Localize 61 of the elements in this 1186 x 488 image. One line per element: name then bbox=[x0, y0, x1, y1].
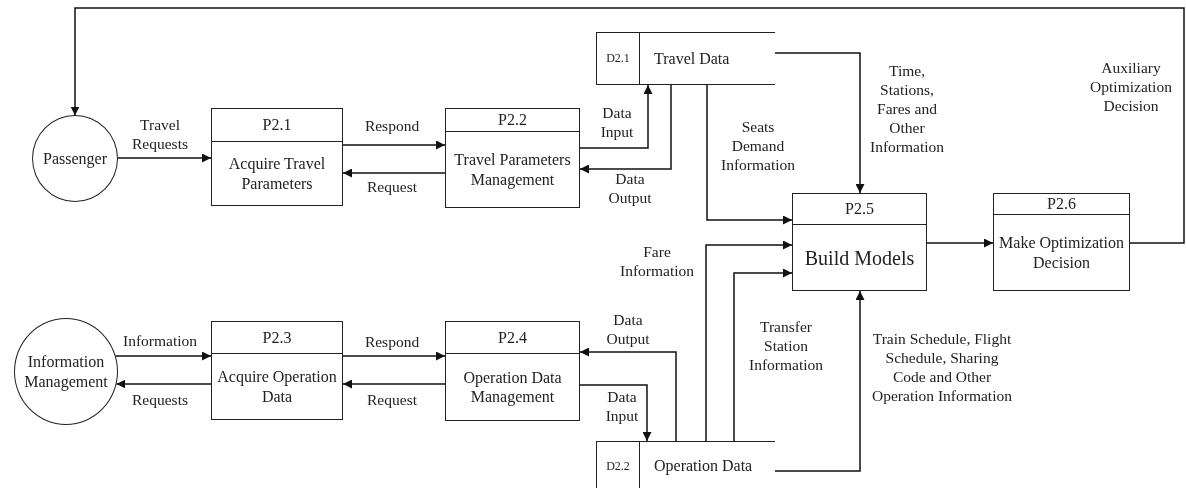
edge-label: Auxiliary Optimization Decision bbox=[1089, 59, 1173, 116]
process-id: P2.1 bbox=[262, 116, 292, 134]
process-name: Acquire Operation Data bbox=[216, 367, 338, 406]
process-box bbox=[792, 193, 927, 291]
process-name: Build Models bbox=[804, 245, 915, 270]
store-id: D2.2 bbox=[606, 458, 630, 474]
data-store bbox=[596, 441, 775, 488]
arrow bbox=[115, 379, 212, 389]
arrow bbox=[342, 351, 446, 361]
edge-label: Respond bbox=[363, 117, 421, 136]
store-name: Operation Data bbox=[654, 457, 753, 475]
edge-label: Transfer Station Information bbox=[747, 318, 824, 375]
process-name: Operation Data Management bbox=[462, 367, 563, 407]
edge-label: Time, Stations, Fares and Other Information bbox=[868, 62, 945, 157]
edge-label: Fare Information bbox=[618, 243, 695, 281]
arrow bbox=[774, 52, 865, 194]
arrow bbox=[70, 7, 1185, 244]
entity-name: Passenger bbox=[43, 148, 107, 169]
edge-label: Seats Demand Information bbox=[719, 118, 796, 175]
store-name: Travel Data bbox=[654, 49, 730, 68]
edge-label: Data Output bbox=[607, 170, 653, 208]
arrow bbox=[705, 240, 793, 442]
arrow bbox=[114, 351, 212, 361]
arrow bbox=[342, 140, 446, 150]
edge-label: Request bbox=[366, 391, 418, 410]
edge-label: Requests bbox=[131, 391, 189, 410]
arrow bbox=[579, 84, 672, 174]
arrow bbox=[926, 238, 994, 248]
edge-label: Request bbox=[366, 178, 418, 197]
entity-name: Information Management bbox=[23, 352, 109, 391]
process-id: P2.5 bbox=[845, 200, 874, 218]
process-box bbox=[211, 321, 343, 420]
edge-label: Data Input bbox=[604, 388, 640, 426]
arrow bbox=[342, 379, 446, 389]
process-id: P2.2 bbox=[498, 111, 527, 129]
arrow bbox=[733, 268, 793, 442]
process-id: P2.4 bbox=[498, 328, 527, 347]
edge-label: Train Schedule, Flight Schedule, Sharing Code and Other Operation Information bbox=[872, 330, 1012, 406]
arrow bbox=[579, 84, 653, 149]
process-id: P2.3 bbox=[262, 328, 292, 347]
process-id: P2.6 bbox=[1047, 195, 1076, 213]
arrow bbox=[706, 84, 793, 225]
data-store bbox=[596, 32, 775, 85]
arrow bbox=[579, 347, 677, 442]
arrow bbox=[117, 153, 212, 163]
arrow bbox=[342, 168, 446, 178]
process-box bbox=[445, 321, 580, 421]
edge-label: Information bbox=[121, 332, 198, 351]
arrow bbox=[579, 384, 652, 442]
process-box bbox=[445, 108, 580, 208]
edge-label: Respond bbox=[363, 333, 421, 352]
process-box bbox=[993, 193, 1130, 291]
process-name: Acquire Travel Parameters bbox=[227, 154, 327, 193]
arrow bbox=[774, 290, 865, 472]
store-id: D2.1 bbox=[606, 51, 630, 66]
process-name: Travel Parameters Management bbox=[453, 150, 572, 189]
edge-label: Data Output bbox=[605, 311, 651, 349]
process-box bbox=[211, 108, 343, 206]
edge-label: Travel Requests bbox=[131, 116, 189, 154]
edge-label: Data Input bbox=[599, 104, 635, 142]
process-name: Make Optimization Decision bbox=[998, 233, 1125, 272]
